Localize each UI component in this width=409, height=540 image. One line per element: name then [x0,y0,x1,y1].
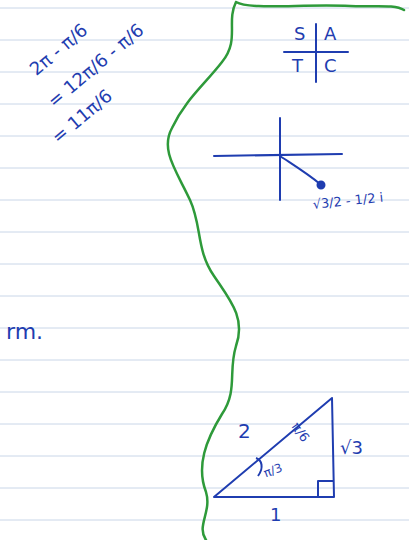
angle-label: π/3 [262,462,284,481]
side-label: 2 [238,420,251,442]
ruled-lines [0,8,409,520]
complex-plane-axes [214,118,342,200]
quadrant-chart [284,24,348,82]
reference-triangle [214,398,334,497]
quadrant-letter: A [324,24,336,44]
point-label: √3/2 - 1/2 i [312,191,384,213]
quadrant-letter: C [324,56,337,76]
handwritten-note: rm. [6,320,43,344]
green-outline [168,2,404,540]
side-label: √3 [340,438,363,458]
quadrant-letter: T [292,56,303,76]
quadrant-letter: S [294,24,305,44]
side-label: 1 [270,505,281,525]
